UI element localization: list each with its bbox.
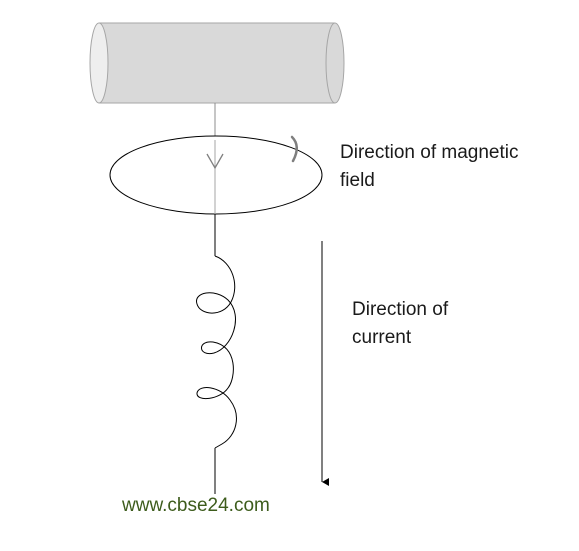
magnetic-field-label-line2: field [340,170,375,191]
current-label: Direction of current [352,296,502,352]
field-direction-arrow-icon [290,135,298,163]
coil-spring [196,255,237,449]
magnetic-field-label-line1: Direction of magnetic [340,142,519,163]
watermark-text: www.cbse24.com [122,495,270,516]
current-chevron-icon [206,153,224,170]
magnetic-field-loop [109,135,323,215]
magnet-left-end [89,22,109,104]
magnetic-field-label: Direction of magnetic field [340,139,575,195]
magnet-right-end [325,22,345,104]
magnet-body [99,23,335,103]
cylinder-magnet [89,22,345,104]
current-label-line2: current [352,327,412,348]
magnet-outline [99,22,335,104]
current-label-line1: Direction of [352,299,449,320]
